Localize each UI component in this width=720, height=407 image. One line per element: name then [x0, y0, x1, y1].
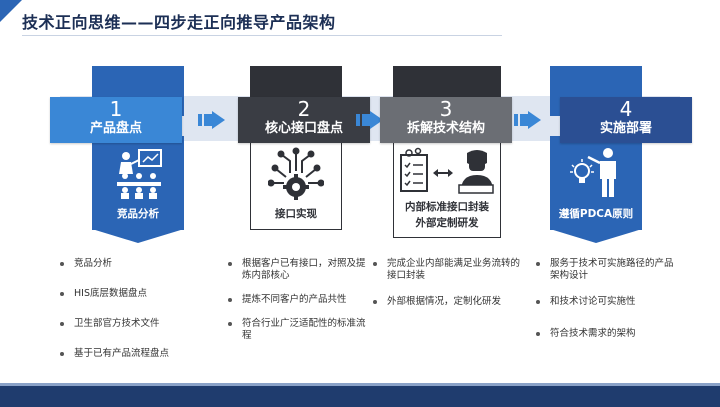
footer-accent-line — [0, 383, 720, 386]
list-item: 完成企业内部能满足业务流转的接口封装 — [373, 258, 521, 282]
step-1-number: 1 — [109, 97, 123, 121]
step-3-sub-label: 内部标准接口封装 外部定制研发 — [405, 201, 489, 229]
presentation-meeting-icon — [117, 149, 162, 199]
arrow-right-icon — [514, 111, 541, 129]
corner-accent — [0, 0, 22, 22]
checklist-engineer-icon — [400, 147, 494, 194]
arrow-right-icon — [198, 111, 225, 129]
list-item: 卫生部官方技术文件 — [60, 318, 205, 330]
step-3-number: 3 — [439, 97, 453, 121]
list-item: HIS底层数据盘点 — [60, 288, 205, 300]
step-1-label: 产品盘点 — [89, 121, 142, 136]
step-1-card-notch — [92, 229, 184, 243]
step-3-badge: 3 拆解技术结构 — [380, 97, 512, 143]
footer-bar — [0, 386, 720, 407]
step-1-bullet-list: 竞品分析 HIS底层数据盘点 卫生部官方技术文件 基于已有产品流程盘点 — [60, 258, 205, 360]
list-item: 提炼不同客户的产品共性 — [228, 294, 368, 306]
step-3-bullet-list: 完成企业内部能满足业务流转的接口封装 外部根据情况，定制化研发 — [373, 258, 521, 308]
list-item: 符合技术需求的架构 — [536, 328, 676, 340]
step-4-card-body — [550, 136, 642, 230]
page-title: 技术正向思维——四步走正向推导产品架构 — [22, 13, 336, 32]
step-2-bullet-list: 根据客户已有接口，对照及提炼内部核心 提炼不同客户的产品共性 符合行业广泛适配性… — [228, 258, 368, 342]
step-2-label: 核心接口盘点 — [264, 121, 343, 136]
step-4-bullet-list: 服务于技术可实施路径的产品架构设计 和技术讨论可实施性 符合技术需求的架构 — [536, 258, 676, 340]
step-4-sub-label: 遵循PDCA原则 — [558, 208, 634, 220]
step-4-label: 实施部署 — [599, 121, 652, 136]
list-item: 和技术讨论可实施性 — [536, 296, 676, 308]
list-item: 基于已有产品流程盘点 — [60, 348, 205, 360]
step-4-card-notch — [550, 229, 642, 243]
list-item: 服务于技术可实施路径的产品架构设计 — [536, 258, 676, 282]
list-item: 外部根据情况，定制化研发 — [373, 296, 521, 308]
step-2-badge: 2 核心接口盘点 — [238, 97, 370, 143]
step-2-sub-label: 接口实现 — [275, 208, 317, 220]
title-divider — [22, 35, 502, 36]
list-item: 根据客户已有接口，对照及提炼内部核心 — [228, 258, 368, 282]
step-1-sub-label: 竞品分析 — [117, 208, 159, 220]
arrow-right-icon — [356, 111, 383, 129]
step-3-label: 拆解技术结构 — [406, 121, 485, 136]
gear-circuit-icon — [268, 147, 324, 200]
list-item: 符合行业广泛适配性的标准流程 — [228, 318, 368, 342]
step-4-number: 4 — [619, 97, 633, 121]
step-4-badge: 4 实施部署 — [560, 97, 692, 143]
list-item: 竞品分析 — [60, 258, 205, 270]
step-1-badge: 1 产品盘点 — [50, 97, 182, 143]
step-2-number: 2 — [297, 97, 311, 121]
presenter-lightbulb-icon — [570, 148, 616, 197]
